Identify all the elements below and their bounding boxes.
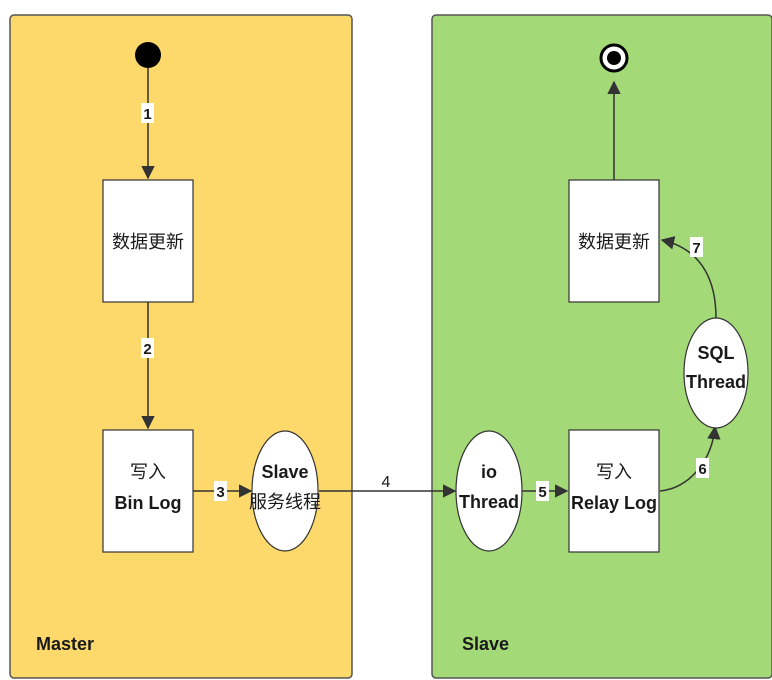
sql-thread-node xyxy=(683,317,749,429)
step-4: 4 xyxy=(382,474,391,491)
io-thread-node xyxy=(455,430,523,552)
step-6: 6 xyxy=(696,458,709,478)
slave-service-thread-node xyxy=(251,430,319,552)
slave-service-thread-line1: Slave xyxy=(261,462,308,482)
write-relaylog-line1: 写入 xyxy=(596,462,632,482)
sql-thread-line1: SQL xyxy=(697,343,734,363)
step-7: 7 xyxy=(690,237,703,257)
io-thread-line2: Thread xyxy=(459,492,519,512)
io-thread-line1: io xyxy=(481,462,497,482)
step-2: 2 xyxy=(141,338,154,358)
sql-thread-line2: Thread xyxy=(686,372,746,392)
write-relaylog-line2: Relay Log xyxy=(571,493,657,513)
write-binlog-line2: Bin Log xyxy=(115,493,182,513)
edge-sql-to-update xyxy=(660,236,717,319)
write-relaylog-box xyxy=(568,429,660,553)
step-7-label: 7 xyxy=(692,240,700,257)
step-4-label: 4 xyxy=(382,474,391,491)
master-lane xyxy=(9,14,353,679)
end-node-core xyxy=(607,51,621,65)
step-5: 5 xyxy=(536,481,549,501)
master-lane-label: Master xyxy=(36,634,94,654)
step-3-label: 3 xyxy=(216,484,224,501)
step-1: 1 xyxy=(141,103,154,123)
slave-lane-label: Slave xyxy=(462,634,509,654)
step-3: 3 xyxy=(214,481,227,501)
write-binlog-line1: 写入 xyxy=(130,462,166,482)
write-binlog-box xyxy=(102,429,194,553)
step-6-label: 6 xyxy=(698,461,706,478)
step-2-label: 2 xyxy=(143,341,151,358)
master-update-box xyxy=(102,179,194,303)
start-node xyxy=(135,42,161,68)
slave-update-label: 数据更新 xyxy=(578,232,650,252)
slave-service-thread-line2: 服务线程 xyxy=(249,492,321,512)
slave-update-box xyxy=(568,179,660,303)
step-5-label: 5 xyxy=(538,484,546,501)
master-update-label: 数据更新 xyxy=(112,232,184,252)
step-1-label: 1 xyxy=(143,106,151,123)
